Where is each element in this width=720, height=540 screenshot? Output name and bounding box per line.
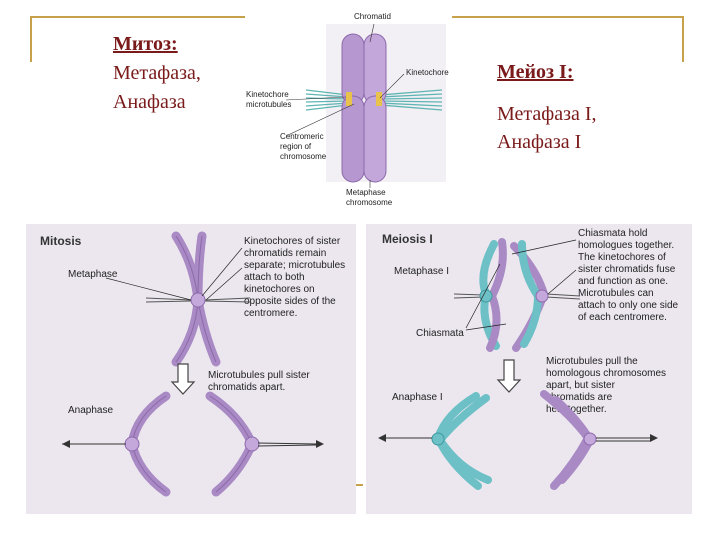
mit-ana-note-2: chromatids apart.: [208, 382, 286, 393]
meiosis-metaphase-spindle: [453, 293, 581, 300]
meiosis-panel-title: Meiosis I: [382, 232, 433, 246]
label-centromere: Centromeric region of chromosome: [280, 132, 326, 162]
mei-ana-note-3: apart, but sister: [546, 380, 615, 391]
meiosis-anaphase-spindle: [380, 437, 650, 442]
mit-ana-note-1: Microtubules pull sister: [208, 370, 310, 381]
mitosis-anaphase-centromere-right: [244, 436, 260, 452]
mei-note-4: sister chromatids fuse: [578, 264, 676, 275]
meiosis-line-1: Метафаза I,: [497, 103, 597, 125]
meiosis-centromere-right: [535, 289, 549, 303]
frame-line-top-right: [452, 16, 684, 18]
frame-line-left: [30, 16, 32, 62]
meiosis-leaders: [465, 239, 577, 331]
frame-line-bottom: [355, 484, 363, 486]
mei-note-6: Microtubules can: [578, 288, 654, 299]
mitosis-heading: Митоз:: [113, 33, 178, 55]
meiosis-metaphase-bivalent: [479, 238, 549, 352]
meiosis-anaphase-centromere-left: [431, 432, 445, 446]
mitosis-metaphase-label: Metaphase: [68, 269, 118, 280]
mei-note-7: attach to only one side: [578, 300, 679, 311]
mit-note-1: Kinetochores of sister: [244, 236, 341, 247]
meiosis-anaphase-note: Microtubules pull the homologous chromos…: [546, 356, 686, 416]
meiosis-arrow-left: [378, 434, 386, 442]
label-meta-line1: Metaphase: [346, 188, 386, 197]
microtubules-right: [379, 89, 443, 111]
label-centromere-line3: chromosome: [280, 152, 327, 161]
mitosis-metaphase-leaders: [105, 247, 243, 301]
kinetochore-left: [346, 92, 352, 106]
meiosis-chiasmata-label: Chiasmata: [416, 328, 464, 339]
mitosis-arrow-left: [62, 440, 70, 448]
mei-ana-note-2: homologous chromosomes: [546, 368, 667, 379]
label-km-line2: microtubules: [246, 100, 292, 109]
chromatid-left: [341, 33, 365, 183]
mei-ana-note-1: Microtubules pull the: [546, 356, 638, 367]
mitosis-down-arrow: [170, 363, 196, 395]
mitosis-line-2: Анафаза: [113, 91, 186, 113]
mitosis-title-block: Митоз: Метафаза, Анафаза: [113, 30, 253, 117]
kinetochore-right: [376, 92, 382, 106]
meiosis-metaphase-note: Chiasmata hold homologues together. The …: [578, 228, 692, 324]
mitosis-panel-title: Mitosis: [40, 234, 82, 248]
frame-line-top-left: [30, 16, 245, 18]
meiosis-line-2: Анафаза I: [497, 131, 582, 153]
meiosis-metaphase-label: Metaphase I: [394, 266, 450, 277]
microtubules-left: [305, 89, 349, 111]
metaphase-chromosome-figure: Chromatid Kinetochore Kinetochore microt…: [246, 12, 458, 210]
meiosis-drawing: [378, 238, 658, 490]
meiosis-heading: Мейоз I:: [497, 61, 574, 83]
label-meta-line2: chromosome: [346, 198, 393, 207]
mitosis-anaphase-note: Microtubules pull sister chromatids apar…: [208, 370, 348, 394]
mit-note-5: kinetochores on: [244, 284, 315, 295]
mit-note-4: attach to both: [244, 272, 305, 283]
label-metaphase-chromosome: Metaphase chromosome: [346, 188, 392, 208]
meiosis-arrow-right: [650, 434, 658, 442]
label-kinetochore-microtubules: Kinetochore microtubules: [246, 90, 291, 110]
mit-note-6: opposite sides of the: [244, 296, 336, 307]
mei-note-2: homologues together.: [578, 240, 675, 251]
mei-note-5: and function as one.: [578, 276, 669, 287]
label-centromere-line2: region of: [280, 142, 312, 151]
meiosis-anaphase-chromosomes: [433, 390, 595, 490]
mei-ana-note-5: held together.: [546, 404, 607, 415]
mitosis-metaphase-spindle: [145, 297, 251, 303]
mit-note-7: centromere.: [244, 308, 298, 319]
mitosis-anaphase-label: Anaphase: [68, 405, 114, 416]
chromosome-illustration: [285, 23, 446, 188]
mei-note-3: The kinetochores of: [578, 252, 666, 263]
meiosis-anaphase-label: Anaphase I: [392, 392, 443, 403]
mei-ana-note-4: chromatids are: [546, 392, 613, 403]
mit-note-2: chromatids remain: [244, 248, 327, 259]
label-kinetochore: Kinetochore: [406, 68, 449, 77]
mit-note-3: separate; microtubules: [244, 260, 346, 271]
label-centromere-line1: Centromeric: [280, 132, 324, 141]
mei-note-1: Chiasmata hold: [578, 228, 648, 239]
meiosis-panel: Meiosis I Metaphase I Chiasmata Anaphase…: [366, 224, 692, 514]
mei-note-8: of each centromere.: [578, 312, 667, 323]
meiosis-title-block: Мейоз I: Метафаза I, Анафаза I: [497, 58, 697, 156]
meiosis-anaphase-centromere-right: [583, 432, 597, 446]
meiosis-centromere-left: [479, 289, 493, 303]
mitosis-arrow-right: [316, 440, 324, 448]
mitosis-anaphase-spindle: [62, 442, 317, 447]
mitosis-anaphase-centromere-left: [124, 436, 140, 452]
mitosis-metaphase-note: Kinetochores of sister chromatids remain…: [244, 236, 356, 320]
chromatid-right: [363, 33, 387, 183]
label-km-line1: Kinetochore: [246, 90, 289, 99]
leader-lines: [285, 23, 405, 188]
meiosis-down-arrow: [496, 359, 522, 393]
mitosis-line-1: Метафаза,: [113, 62, 201, 84]
mitosis-panel: Mitosis Metaphase Anaphase Kinetochores …: [26, 224, 356, 514]
frame-line-right: [682, 16, 684, 62]
label-chromatid: Chromatid: [354, 12, 391, 21]
mitosis-drawing: [62, 231, 324, 497]
